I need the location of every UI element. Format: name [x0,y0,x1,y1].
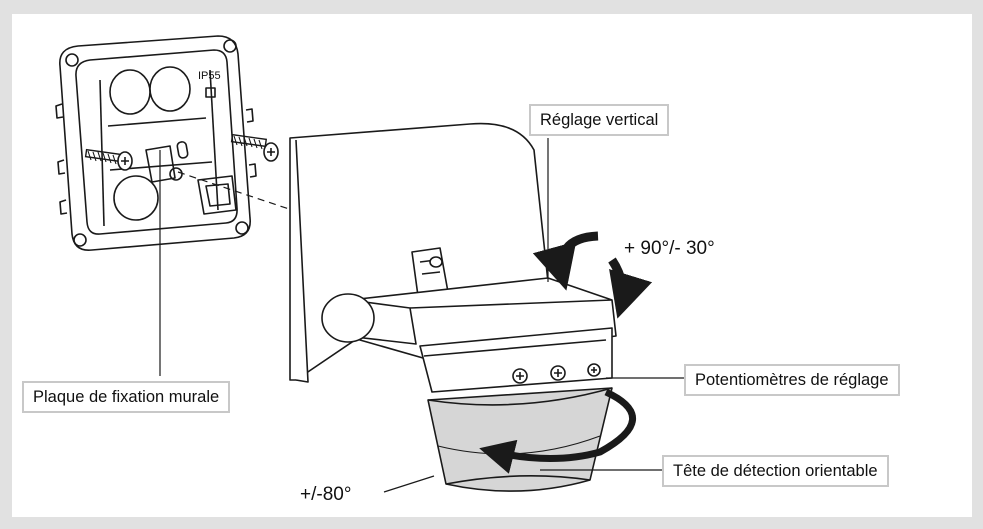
label-detection-head: Tête de détection orientable [662,455,889,487]
horizontal-rotation-arrow [479,388,637,474]
leader-lines [159,138,684,493]
vertical-rotation-arrow [532,231,653,319]
screw-right [230,133,279,162]
label-vertical-adjust: Réglage vertical [529,104,670,136]
ip-rating-marking: IP55 [198,70,221,82]
label-wall-plate: Plaque de fixation murale [22,381,231,413]
label-potentiometers: Potentiomètres de réglage [684,364,900,396]
screw-left [84,148,133,171]
label-vertical-range: + 90°/- 30° [624,238,715,259]
sensor-housing [289,122,617,492]
wall-mounting-plate [55,35,257,251]
label-horizontal-range: +/-80° [300,484,352,505]
